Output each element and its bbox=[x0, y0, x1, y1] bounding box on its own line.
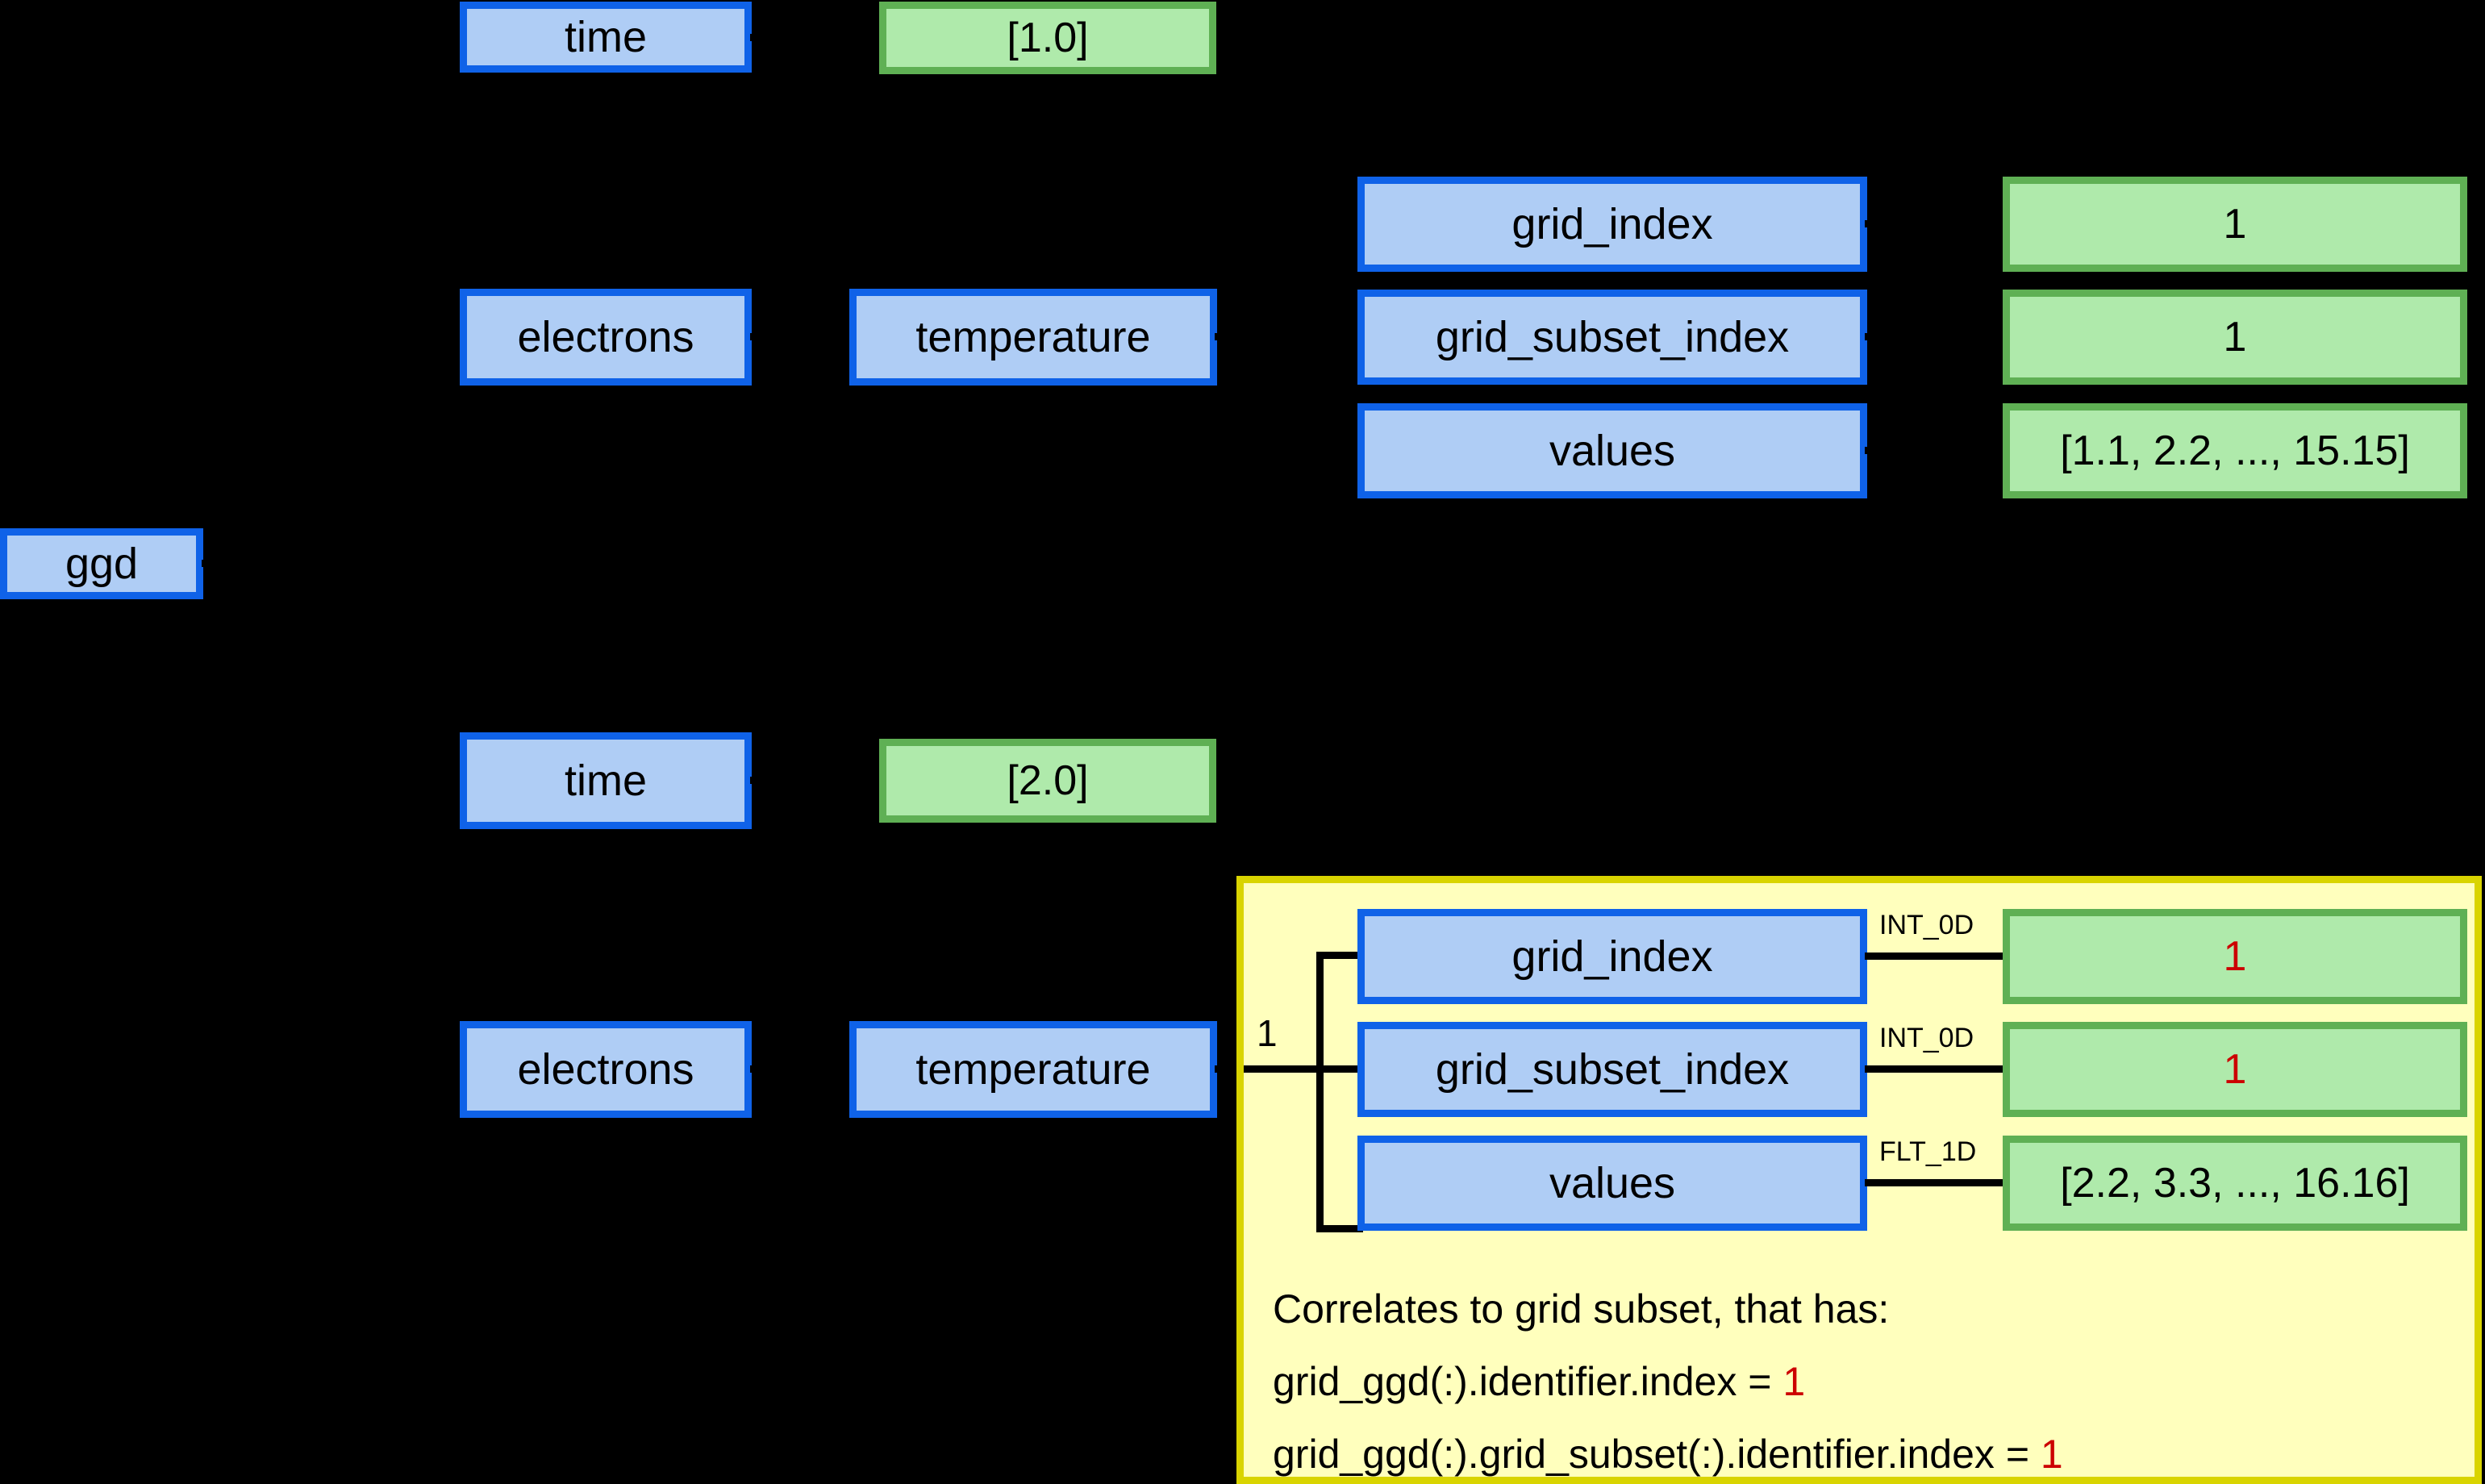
type-label-grid-index-slice1: INT_0D bbox=[1879, 177, 1974, 208]
edge-time-slice2-value bbox=[750, 777, 879, 784]
node-grid-subset-index-slice1[interactable]: grid_subset_index bbox=[1357, 290, 1867, 385]
type-label-grid-subset-index-slice2: INT_0D bbox=[1879, 1023, 1974, 1053]
node-grid-index-slice2[interactable]: grid_index bbox=[1357, 909, 1867, 1004]
value-grid-index-slice1[interactable]: 1 bbox=[2003, 177, 2467, 272]
edge-branch-vertical-slice1 bbox=[1297, 219, 1304, 500]
value-values-slice2[interactable]: [2.2, 3.3, ..., 16.16] bbox=[2003, 1136, 2467, 1231]
value-grid-index-slice2-text: 1 bbox=[2223, 933, 2247, 980]
node-temperature-slice2[interactable]: temperature bbox=[849, 1021, 1217, 1118]
edge-branch-grid-subset-index-slice1 bbox=[1297, 333, 1361, 340]
value-time-slice2[interactable]: [2.0] bbox=[879, 739, 1216, 823]
node-values-slice1[interactable]: values bbox=[1357, 403, 1867, 498]
edge-callout-branch-values bbox=[1316, 1225, 1363, 1232]
type-label-grid-subset-index-slice1: INT_0D bbox=[1879, 290, 1974, 321]
node-time-slice2[interactable]: time bbox=[460, 732, 752, 829]
edge-values-value-slice1 bbox=[1865, 447, 2006, 454]
value-values-slice1[interactable]: [1.1, 2.2, ..., 15.15] bbox=[2003, 403, 2467, 498]
type-label-time-slice2: FLT_1D bbox=[758, 734, 856, 765]
type-label-values-slice1: FLT_1D bbox=[1879, 404, 1977, 435]
node-electrons-slice2[interactable]: electrons bbox=[460, 1021, 752, 1118]
value-time-slice1[interactable]: [1.0] bbox=[879, 2, 1216, 74]
edge-grid-index-value-slice1 bbox=[1865, 220, 2006, 227]
edge-temperature-callout-slice2 bbox=[1215, 1065, 1247, 1073]
node-grid-subset-index-slice2[interactable]: grid_subset_index bbox=[1357, 1022, 1867, 1117]
edge-ggd-stub bbox=[202, 560, 231, 567]
node-grid-index-slice2-label: grid_index bbox=[1511, 932, 1713, 981]
value-time-slice1-text: [1.0] bbox=[1007, 15, 1089, 61]
edge-values-value-slice2 bbox=[1865, 1179, 2006, 1186]
edge-branch-grid-index-slice1 bbox=[1297, 219, 1361, 227]
type-label-values-slice2: FLT_1D bbox=[1879, 1136, 1977, 1167]
callout-line-2-value: 1 bbox=[1782, 1359, 1806, 1404]
edge-callout-branch-grid-index bbox=[1316, 952, 1363, 959]
node-grid-index-slice1[interactable]: grid_index bbox=[1357, 177, 1867, 272]
edge-callout-branch-grid-subset-index bbox=[1316, 1065, 1363, 1073]
node-ggd[interactable]: ggd bbox=[0, 528, 203, 599]
node-values-slice1-label: values bbox=[1549, 427, 1676, 475]
callout-line-2: grid_ggd(:).identifier.index = 1 bbox=[1273, 1352, 1805, 1411]
node-time-slice1-label: time bbox=[564, 13, 647, 61]
type-label-time-slice1: FLT_1D bbox=[758, 0, 856, 31]
node-temperature-slice1-label: temperature bbox=[915, 313, 1151, 361]
value-grid-subset-index-slice2[interactable]: 1 bbox=[2003, 1022, 2467, 1117]
node-electrons-slice1-label: electrons bbox=[517, 313, 694, 361]
edge-grid-subset-index-value-slice2 bbox=[1865, 1065, 2006, 1073]
edge-callout-branch-vertical bbox=[1316, 952, 1324, 1232]
value-time-slice2-text: [2.0] bbox=[1007, 757, 1089, 804]
edge-time-slice1-value bbox=[750, 34, 879, 41]
edge-electrons-temperature-slice2 bbox=[750, 1065, 852, 1073]
type-label-grid-index-slice2: INT_0D bbox=[1879, 910, 1974, 940]
edge-electrons-temperature-slice1 bbox=[750, 333, 852, 340]
value-grid-subset-index-slice1[interactable]: 1 bbox=[2003, 290, 2467, 385]
value-grid-subset-index-slice1-text: 1 bbox=[2223, 314, 2247, 361]
node-temperature-slice2-label: temperature bbox=[915, 1045, 1151, 1094]
edge-callout-bus-horizontal bbox=[1244, 1065, 1365, 1073]
edge-temperature-bus-slice1 bbox=[1215, 333, 1303, 340]
node-electrons-slice2-label: electrons bbox=[517, 1045, 694, 1094]
node-grid-subset-index-slice2-label: grid_subset_index bbox=[1435, 1045, 1790, 1094]
callout-line-3: grid_ggd(:).grid_subset(:).identifier.in… bbox=[1273, 1424, 2063, 1484]
callout-line-1: Correlates to grid subset, that has: bbox=[1273, 1286, 1890, 1332]
callout-line-3-value: 1 bbox=[2040, 1432, 2063, 1477]
edge-branch-values-slice1 bbox=[1297, 493, 1361, 500]
node-grid-subset-index-slice1-label: grid_subset_index bbox=[1435, 313, 1790, 361]
edge-grid-subset-index-value-slice1 bbox=[1865, 333, 2006, 340]
edge-multiplicity-label: 1 bbox=[1257, 1012, 1278, 1054]
node-time-slice2-label: time bbox=[564, 757, 647, 805]
value-grid-subset-index-slice2-text: 1 bbox=[2223, 1046, 2247, 1093]
callout-line-3-prefix: grid_ggd(:).grid_subset(:).identifier.in… bbox=[1273, 1432, 2041, 1477]
edge-grid-index-value-slice2 bbox=[1865, 953, 2006, 960]
value-grid-index-slice2[interactable]: 1 bbox=[2003, 909, 2467, 1004]
node-ggd-label: ggd bbox=[65, 540, 139, 588]
node-values-slice2-label: values bbox=[1549, 1159, 1676, 1207]
node-time-slice1[interactable]: time bbox=[460, 2, 752, 73]
node-temperature-slice1[interactable]: temperature bbox=[849, 289, 1217, 386]
value-grid-index-slice1-text: 1 bbox=[2223, 201, 2247, 248]
node-values-slice2[interactable]: values bbox=[1357, 1136, 1867, 1231]
value-values-slice1-text: [1.1, 2.2, ..., 15.15] bbox=[2060, 427, 2410, 474]
node-electrons-slice1[interactable]: electrons bbox=[460, 289, 752, 386]
node-grid-index-slice1-label: grid_index bbox=[1511, 200, 1713, 248]
callout-line-2-prefix: grid_ggd(:).identifier.index = bbox=[1273, 1359, 1783, 1404]
value-values-slice2-text: [2.2, 3.3, ..., 16.16] bbox=[2060, 1160, 2410, 1207]
